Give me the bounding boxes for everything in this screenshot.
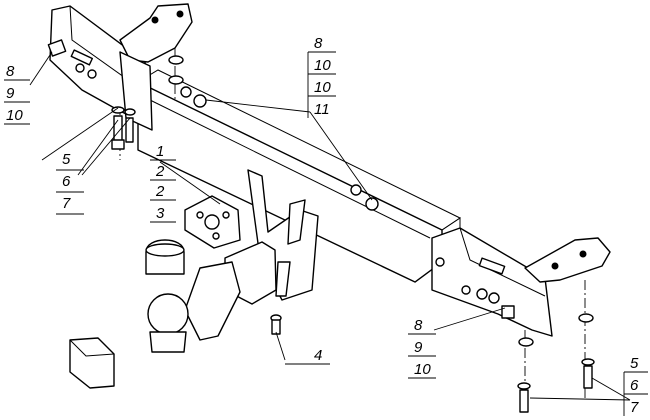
left-bracket [49, 3, 193, 131]
callout-left-8-9-10: 8 9 10 [4, 63, 30, 125]
callout-label: 5 [630, 355, 639, 372]
callout-label: 4 [314, 347, 322, 364]
bolt-4 [270, 314, 282, 335]
callout-label: 3 [156, 205, 165, 222]
ball-mount [147, 261, 241, 353]
callout-label: 2 [155, 163, 165, 180]
callout-center-1-2-2-3: 1 2 2 3 [150, 143, 176, 223]
callout-label: 8 [414, 317, 423, 334]
callout-label: 10 [314, 79, 331, 96]
callout-label: 7 [62, 195, 71, 212]
right-fasteners [517, 313, 595, 413]
callout-label: 7 [630, 399, 639, 416]
callout-label: 2 [155, 183, 165, 200]
callout-label: 5 [62, 151, 71, 168]
beam-nuts [180, 86, 379, 211]
callout-bottom-center-4: 4 [285, 347, 330, 365]
callout-label: 6 [62, 173, 71, 190]
callout-label: 10 [314, 57, 331, 74]
socket-cover [69, 337, 115, 389]
callout-label: 8 [6, 63, 15, 80]
callout-label: 1 [156, 143, 164, 160]
leader-lines [29, 51, 631, 401]
ball-cap [145, 239, 185, 275]
callout-label: 9 [414, 339, 423, 356]
receiver-assembly [184, 169, 319, 305]
callout-label: 8 [314, 35, 323, 52]
callout-label: 10 [6, 107, 23, 124]
callout-label: 6 [630, 377, 639, 394]
callout-label: 9 [6, 85, 15, 102]
callout-left-5-6-7: 5 6 7 [56, 151, 84, 215]
callout-label: 11 [314, 101, 330, 118]
right-bracket [431, 227, 611, 337]
left-fasteners [47, 39, 184, 150]
callout-label: 10 [414, 361, 431, 378]
callout-top-right-8-10-10-11: 8 10 10 11 [307, 35, 336, 118]
callout-bottom-right-5-6-7: 5 6 7 [623, 355, 648, 416]
callout-bottom-right-8-9-10: 8 9 10 [408, 317, 436, 379]
